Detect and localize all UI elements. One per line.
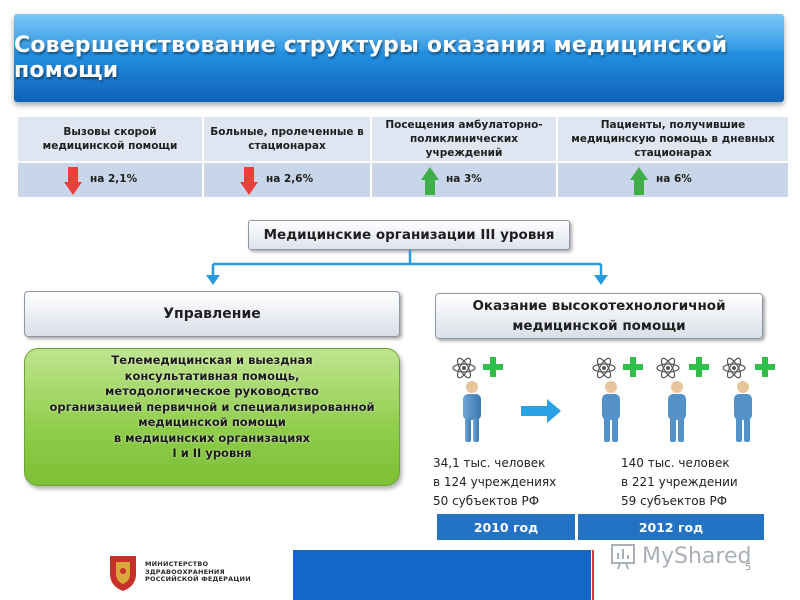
- medical-cross-icon: [483, 357, 503, 377]
- stats-2010: 34,1 тыс. человек в 124 учреждениях 50 с…: [433, 456, 557, 508]
- telemedicine-box: Телемедицинская и выездная консультативн…: [24, 348, 400, 486]
- right-arrow-icon: [521, 399, 561, 423]
- footer-blue-band: [293, 550, 591, 600]
- indicators-table: Вызовы скорой медицинской помощи Больные…: [18, 117, 788, 197]
- person-icon: [463, 381, 481, 442]
- atom-icon: [656, 357, 680, 379]
- telemedicine-text: Телемедицинская и выездная консультативн…: [49, 353, 375, 460]
- down-arrow-icon: [64, 167, 82, 195]
- page-title: Совершенствование структуры оказания мед…: [14, 33, 728, 83]
- person-icon: [602, 381, 620, 442]
- ministry-name: МИНИСТЕРСТВО ЗДРАВООХРАНЕНИЯ РОССИЙСКОЙ …: [145, 560, 251, 583]
- management-box: Управление: [24, 291, 400, 337]
- hierarchy-connector-arrows: [206, 250, 608, 285]
- atom-icon: [452, 357, 476, 379]
- myshared-watermark: MyShared: [611, 544, 751, 570]
- page-number: 5: [745, 562, 752, 573]
- medical-cross-icon: [755, 357, 775, 377]
- indicator-header: Посещения амбулаторно-поликлинических уч…: [372, 117, 558, 161]
- title-banner: Совершенствование структуры оказания мед…: [14, 14, 784, 102]
- year-label-2012: 2012 год: [578, 514, 764, 540]
- title-gloss: [14, 14, 784, 51]
- level3-organizations-box: Медицинские организации III уровня: [248, 220, 570, 250]
- medical-cross-icon: [689, 357, 709, 377]
- down-arrow-icon: [240, 167, 258, 195]
- stats-2012: 140 тыс. человек в 221 учреждении 59 суб…: [621, 456, 738, 508]
- person-icon: [668, 381, 686, 442]
- indicator-value-cell: на 2,1%: [18, 161, 204, 197]
- indicator-header: Вызовы скорой медицинской помощи: [18, 117, 204, 161]
- indicator-value-cell: на 2,6%: [204, 161, 372, 197]
- indicator-value: на 2,6%: [266, 173, 314, 185]
- indicator-value-cell: на 6%: [558, 161, 788, 197]
- medical-cross-icon: [623, 357, 643, 377]
- atom-icon: [722, 357, 746, 379]
- indicator-value: на 3%: [446, 173, 482, 185]
- indicator-value-cell: на 3%: [372, 161, 558, 197]
- ministry-logo: [92, 548, 246, 598]
- atom-icon: [592, 357, 616, 379]
- up-arrow-icon: [630, 167, 648, 195]
- indicator-value: на 2,1%: [90, 173, 138, 185]
- person-icon: [734, 381, 752, 442]
- indicator-value: на 6%: [656, 173, 692, 185]
- hightech-care-box: Оказание высокотехнологичной медицинской…: [435, 293, 763, 339]
- year-label-2010: 2010 год: [437, 514, 575, 540]
- watermark-text: MyShared: [642, 544, 751, 569]
- up-arrow-icon: [421, 167, 439, 195]
- indicator-header: Больные, пролеченные в стационарах: [204, 117, 372, 161]
- coat-of-arms-icon: [110, 556, 136, 591]
- footer-red-line: [592, 550, 594, 600]
- indicator-header: Пациенты, получившие медицинскую помощь …: [558, 117, 788, 161]
